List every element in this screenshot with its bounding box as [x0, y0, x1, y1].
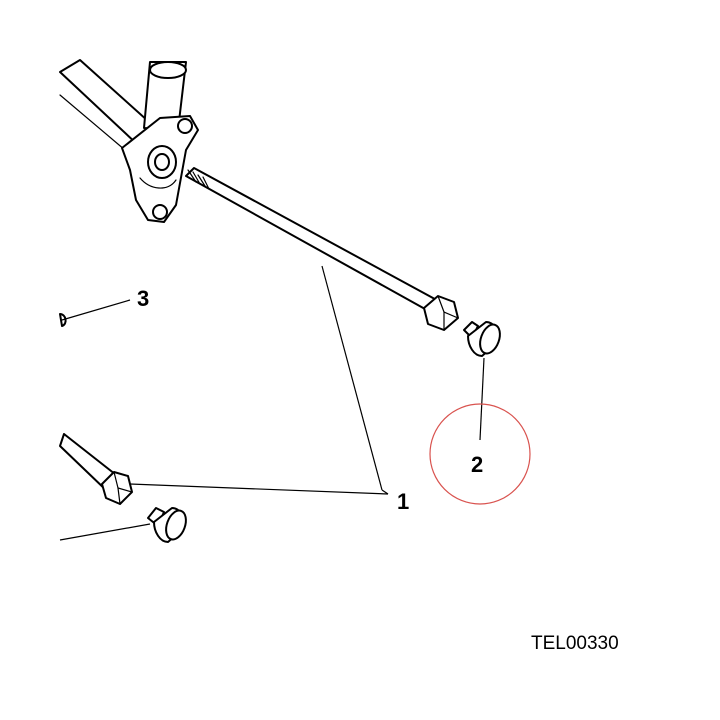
cap-lower	[147, 507, 187, 543]
leader-3	[61, 299, 131, 321]
thread-4	[202, 176, 210, 190]
leader-1-join	[381, 489, 389, 495]
arm-edge-line	[59, 94, 126, 151]
callout-3: 3	[137, 286, 149, 311]
cap-upper-face	[479, 323, 501, 355]
callout-1: 1	[397, 489, 409, 514]
arm-tube-end	[149, 61, 187, 79]
leader-1-lower	[129, 483, 389, 495]
highlight-circle	[429, 403, 531, 505]
reference-code: TEL00330	[531, 633, 619, 654]
bracket-hole-bottom	[152, 204, 168, 220]
cap-upper	[463, 321, 501, 357]
leader-cap-lower	[59, 523, 151, 541]
bolt-lower	[59, 433, 133, 505]
leader-1-upper	[321, 265, 383, 491]
bracket-hole-top	[177, 118, 193, 134]
bolt-upper-shank	[185, 167, 445, 315]
thread-3	[197, 174, 206, 187]
bush-eye-inner	[154, 153, 170, 171]
bolt-lower-head-edge	[117, 487, 121, 505]
thread-2	[192, 171, 201, 185]
suspension-arm-bracket	[59, 59, 199, 223]
leader-2	[479, 357, 485, 441]
callout-2: 2	[471, 452, 483, 477]
leader-lines	[59, 265, 485, 541]
bolt-upper	[185, 167, 459, 331]
thread-1	[187, 169, 197, 183]
bracket-contour	[139, 177, 177, 189]
cap-lower-face	[165, 509, 187, 541]
